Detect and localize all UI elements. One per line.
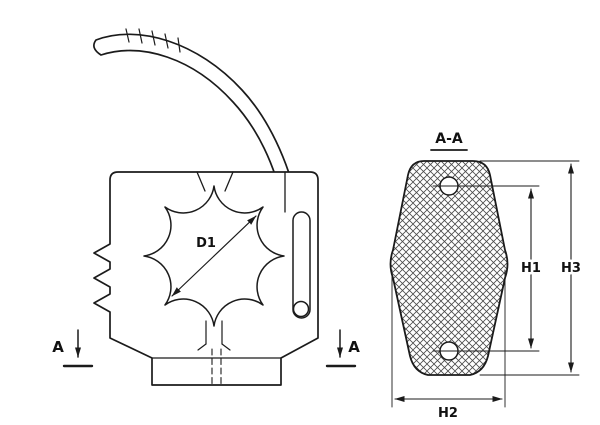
dim-h2-label: H2: [438, 406, 458, 421]
bore-dim-arrow-upper: [213, 215, 257, 257]
base-hidden-hole-lines: [211, 348, 222, 388]
section-view-title: A-A: [435, 131, 463, 147]
clamp-body-outline: [93, 171, 319, 386]
section-marker-right-label: A: [348, 338, 360, 356]
bore-dimension: [171, 215, 257, 297]
lever-grip-ridges: [125, 28, 181, 53]
bore-entry-notch: [196, 171, 234, 192]
bore-dim-arrow-lower: [171, 255, 215, 297]
clamp-side-view: D1 A A: [52, 28, 360, 388]
bore-dim-label: D1: [196, 236, 216, 251]
section-body: [389, 160, 509, 376]
pivot-slot: [292, 211, 311, 319]
dim-h3-label: H3: [561, 261, 581, 276]
section-marker-left-label: A: [52, 338, 64, 356]
section-view: A-A H1 H3: [389, 131, 583, 424]
bore-cavity: [143, 185, 285, 327]
bore-bottom-slit: [197, 320, 231, 351]
section-marker-right: [325, 329, 357, 368]
extension-lines: [391, 160, 580, 408]
dim-h1-label: H1: [521, 261, 541, 276]
section-marker-left: [62, 329, 94, 368]
pivot-hole: [292, 300, 310, 318]
